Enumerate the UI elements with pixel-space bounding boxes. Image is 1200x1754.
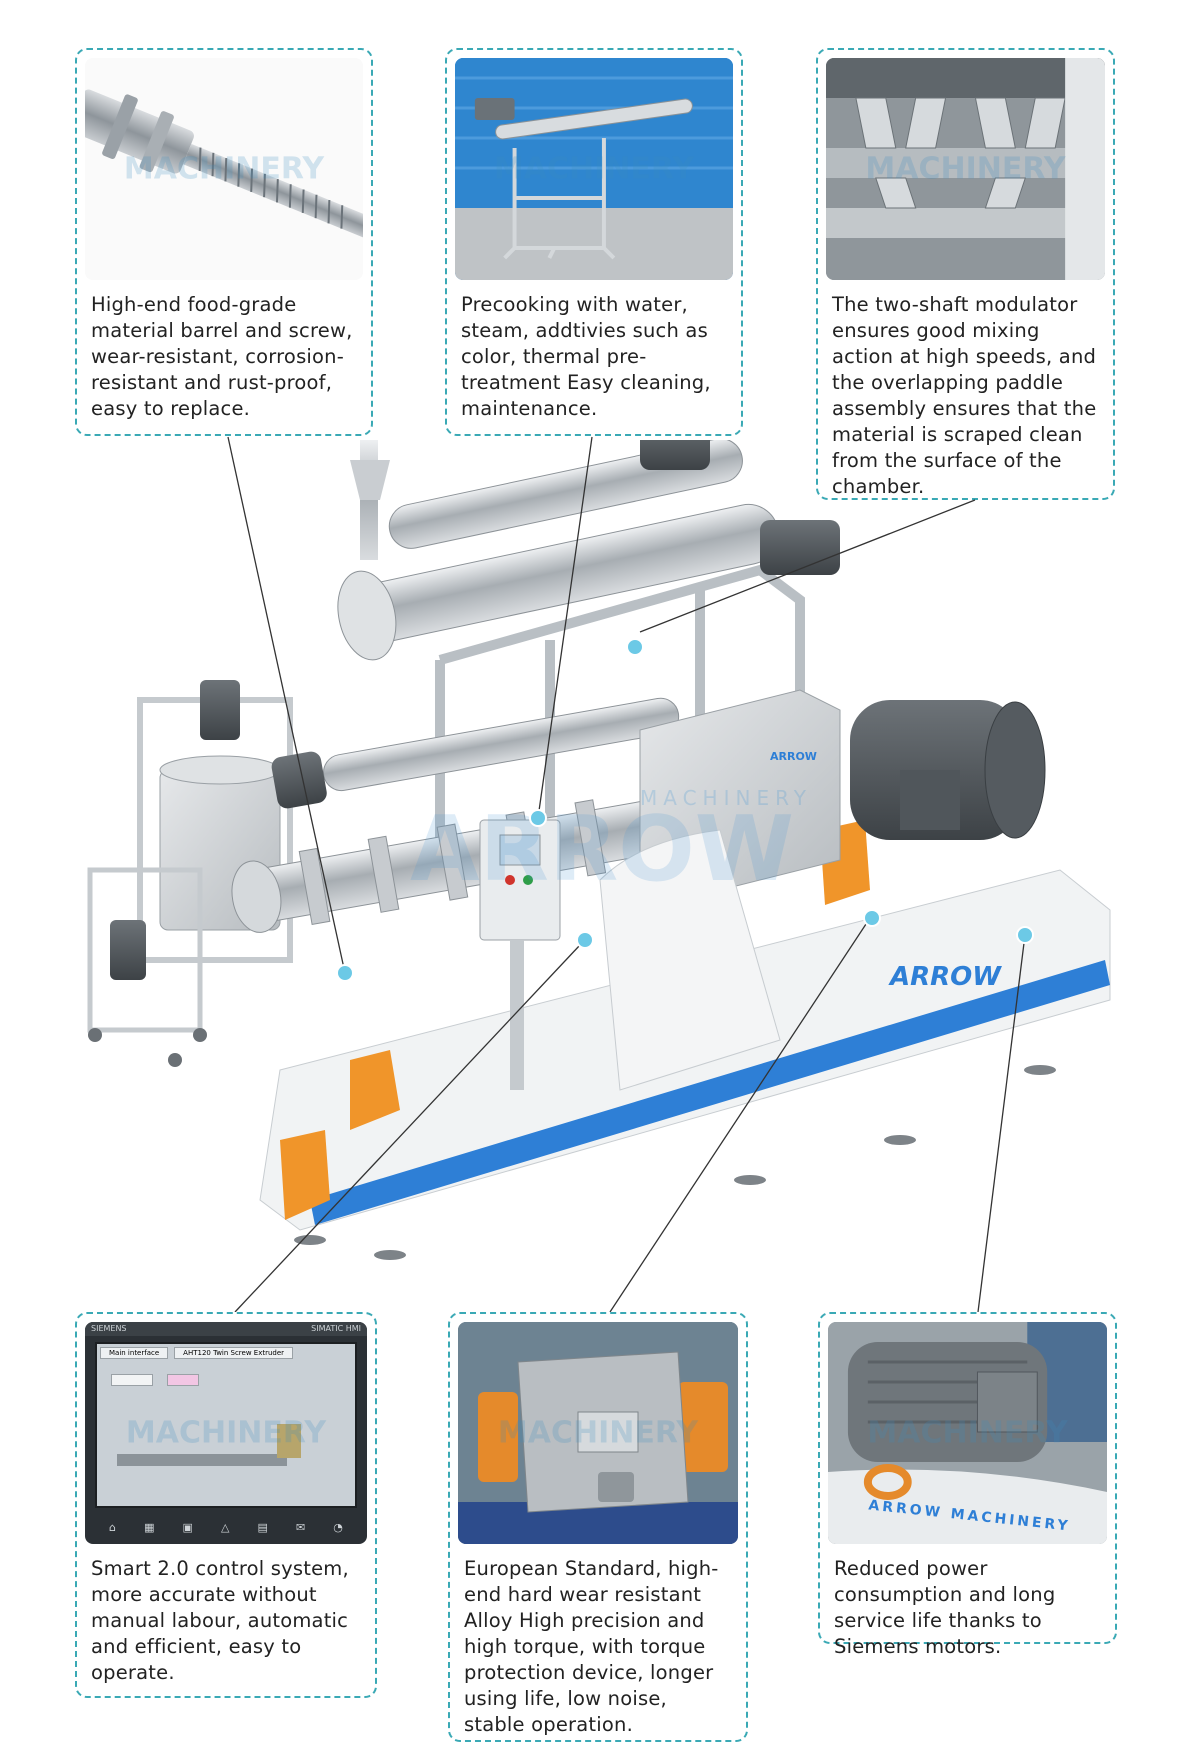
feature-card-modulator: MACHINERY The two-shaft modulator ensure… bbox=[816, 48, 1115, 500]
caption-control-system: Smart 2.0 control system, more accurate … bbox=[91, 1557, 349, 1684]
home-icon: ⌂ bbox=[109, 1520, 117, 1534]
callout-dot-gearbox bbox=[863, 909, 881, 927]
callout-dot-modulator bbox=[626, 638, 644, 656]
hmi-function-keys: ⌂ ▦ ▣ △ ▤ ✉ ◔ bbox=[95, 1516, 357, 1538]
precooking-photo: MACHINERY bbox=[455, 58, 733, 280]
hmi-title: Main interface bbox=[100, 1347, 169, 1359]
caption-motor: Reduced power consumption and long servi… bbox=[834, 1557, 1056, 1658]
center-watermark: ARROW bbox=[410, 797, 794, 902]
caption-barrel-screw: High-end food-grade material barrel and … bbox=[91, 293, 353, 420]
barrel-screw-photo: MACHINERY bbox=[85, 58, 363, 280]
motor-photo: ARROW MACHINERY MACHINERY bbox=[828, 1322, 1107, 1544]
user-icon: ◔ bbox=[333, 1520, 343, 1534]
settings-icon: ✉ bbox=[296, 1520, 306, 1534]
extruder-machine-illustration: ARROW ARROW ARROW MACHINERY bbox=[80, 420, 1120, 1300]
base-logo: ARROW bbox=[888, 962, 1002, 992]
callout-dot-motor bbox=[1016, 926, 1034, 944]
save-icon: ▣ bbox=[182, 1520, 193, 1534]
chart-icon: ▤ bbox=[257, 1520, 268, 1534]
feature-card-precooking: MACHINERY Precooking with water, steam, … bbox=[445, 48, 743, 436]
caption-modulator: The two-shaft modulator ensures good mix… bbox=[832, 293, 1097, 498]
gearbox-photo: MACHINERY bbox=[458, 1322, 738, 1544]
feature-card-barrel-screw: MACHINERY High-end food-grade material b… bbox=[75, 48, 373, 436]
feature-card-control-system: SIEMENS SIMATIC HMI Main interface AHT12… bbox=[75, 1312, 377, 1698]
gearbox-logo: ARROW bbox=[770, 750, 817, 763]
grid-icon: ▦ bbox=[144, 1520, 155, 1534]
hmi-screen: Main interface AHT120 Twin Screw Extrude… bbox=[95, 1342, 357, 1508]
center-watermark-small: MACHINERY bbox=[640, 786, 812, 810]
feature-card-motor: ARROW MACHINERY MACHINERY Reduced power … bbox=[818, 1312, 1117, 1658]
hmi-photo: SIEMENS SIMATIC HMI Main interface AHT12… bbox=[85, 1322, 367, 1544]
caption-gearbox: European Standard, high-end hard wear re… bbox=[464, 1557, 719, 1736]
callout-dot-precooking bbox=[529, 809, 547, 827]
alarm-icon: △ bbox=[221, 1520, 230, 1534]
hmi-brand: SIEMENS bbox=[91, 1324, 127, 1333]
callout-dot-barrel bbox=[336, 964, 354, 982]
hmi-model: SIMATIC HMI bbox=[311, 1324, 361, 1333]
hmi-machine: AHT120 Twin Screw Extruder bbox=[174, 1347, 294, 1359]
callout-dot-control bbox=[576, 931, 594, 949]
modulator-photo: MACHINERY bbox=[826, 58, 1105, 280]
feature-card-gearbox: MACHINERY European Standard, high-end ha… bbox=[448, 1312, 748, 1742]
caption-precooking: Precooking with water, steam, addtivies … bbox=[461, 293, 711, 420]
